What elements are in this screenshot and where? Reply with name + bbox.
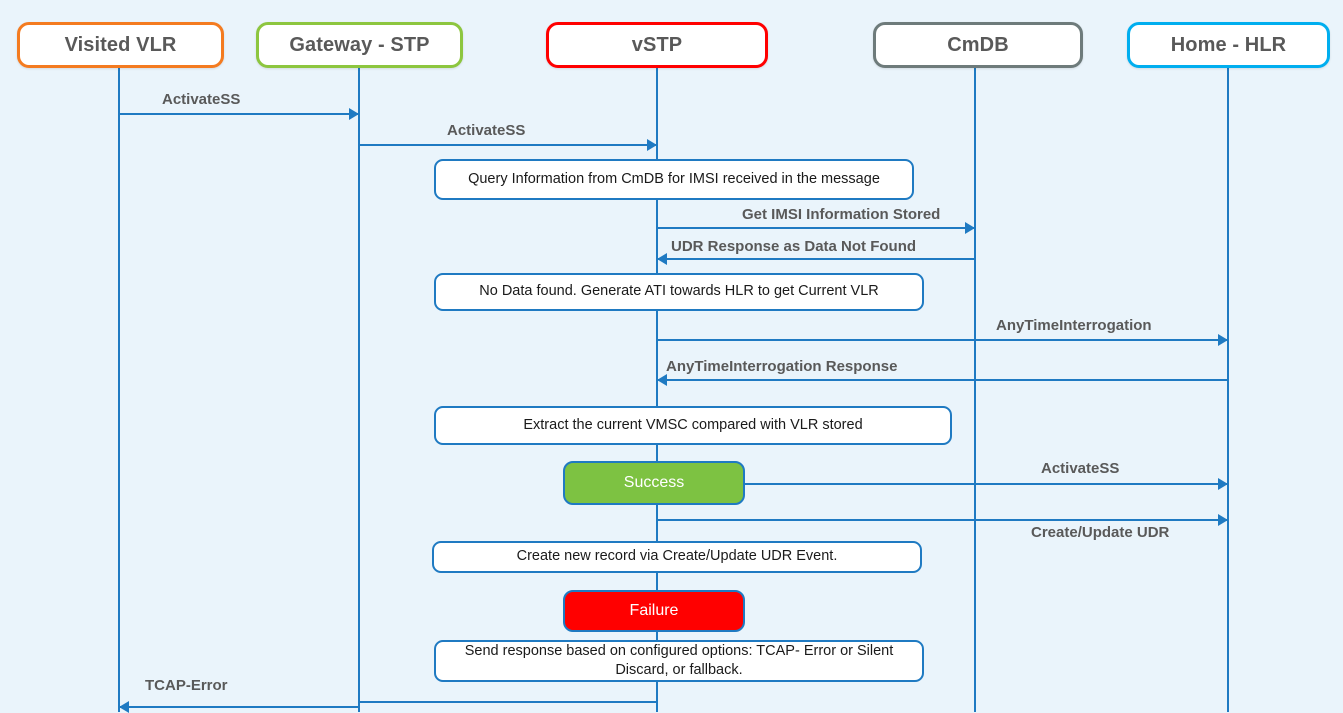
- lifeline-vstp: [656, 68, 658, 712]
- lifeline-home-hlr: [1227, 68, 1229, 712]
- note-n5: Create new record via Create/Update UDR …: [432, 541, 922, 573]
- actor-box-home-hlr[interactable]: Home - HLR: [1127, 22, 1330, 68]
- connector-line: [359, 701, 657, 703]
- arrowhead-left-icon: [119, 701, 129, 713]
- arrowhead-left-icon: [657, 253, 667, 265]
- note-n1: Query Information from CmDB for IMSI rec…: [434, 159, 914, 200]
- message-line-m2: [359, 144, 657, 146]
- message-line-m7: [745, 483, 1228, 485]
- message-label-m5: AnyTimeInterrogation: [996, 317, 1152, 334]
- actor-box-gateway-stp[interactable]: Gateway - STP: [256, 22, 463, 68]
- message-line-m3: [657, 227, 975, 229]
- note-n7: Send response based on configured option…: [434, 640, 924, 682]
- message-line-m9: [119, 706, 359, 708]
- message-line-m4: [657, 258, 975, 260]
- message-label-m9: TCAP-Error: [145, 677, 228, 694]
- lifeline-visited-vlr: [118, 68, 120, 712]
- actor-box-vstp[interactable]: vSTP: [546, 22, 768, 68]
- actor-box-visited-vlr[interactable]: Visited VLR: [17, 22, 224, 68]
- message-line-m8: [657, 519, 1228, 521]
- message-label-m8: Create/Update UDR: [1031, 524, 1170, 541]
- arrowhead-right-icon: [1218, 514, 1228, 526]
- message-label-m1: ActivateSS: [162, 91, 241, 108]
- message-label-m2: ActivateSS: [447, 122, 526, 139]
- message-line-m1: [119, 113, 359, 115]
- note-n6: Failure: [563, 590, 745, 632]
- message-label-m6: AnyTimeInterrogation Response: [666, 358, 898, 375]
- arrowhead-left-icon: [657, 374, 667, 386]
- message-line-m6: [657, 379, 1228, 381]
- note-n2: No Data found. Generate ATI towards HLR …: [434, 273, 924, 311]
- message-label-m3: Get IMSI Information Stored: [742, 206, 941, 223]
- note-n3: Extract the current VMSC compared with V…: [434, 406, 952, 445]
- message-label-m4: UDR Response as Data Not Found: [671, 238, 917, 255]
- lifeline-gateway-stp: [358, 68, 360, 712]
- arrowhead-right-icon: [965, 222, 975, 234]
- note-n4: Success: [563, 461, 745, 505]
- actor-box-cmdb[interactable]: CmDB: [873, 22, 1083, 68]
- message-label-m7: ActivateSS: [1041, 460, 1120, 477]
- arrowhead-right-icon: [349, 108, 359, 120]
- lifeline-cmdb: [974, 68, 976, 712]
- arrowhead-right-icon: [1218, 334, 1228, 346]
- arrowhead-right-icon: [647, 139, 657, 151]
- arrowhead-right-icon: [1218, 478, 1228, 490]
- message-line-m5: [657, 339, 1228, 341]
